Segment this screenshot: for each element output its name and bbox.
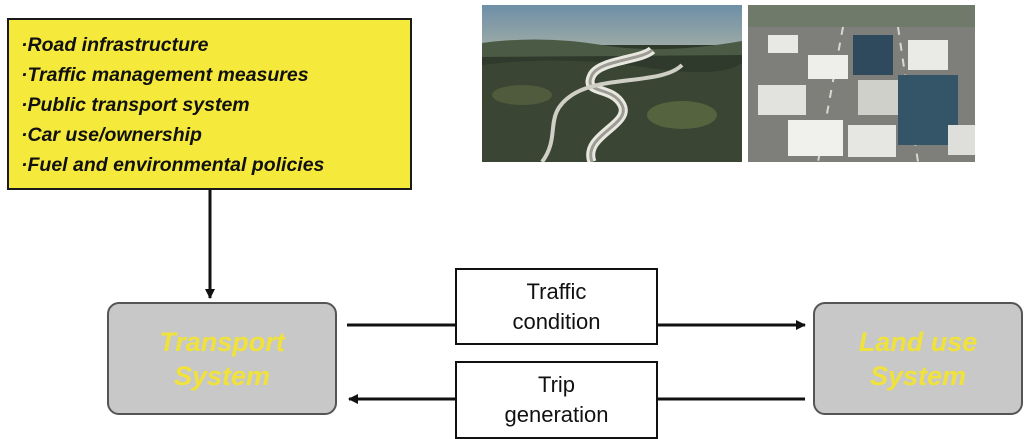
policy-list: ·Road infrastructure ·Traffic management… [21,30,410,180]
trip-generation-line1: Trip [537,372,576,397]
policy-item-fuel-environment: ·Fuel and environmental policies [21,154,325,176]
policy-item-car-use: ·Car use/ownership [21,124,202,146]
trip-generation-label: Trip generation [455,361,658,439]
traffic-condition-line1: Traffic [526,278,587,304]
policy-item-traffic-management: ·Traffic management measures [21,64,309,86]
traffic-condition-label: Traffic condition [455,268,658,345]
transport-system-node: Transport System [107,302,337,415]
trip-generation-line2: generation [504,402,609,427]
congested-traffic-photo [748,5,975,162]
traffic-condition-line2: condition [512,308,601,334]
land-use-system-node: Land use System [813,302,1023,415]
transport-system-label-line2: System [173,360,271,391]
land-use-system-label-line1: Land use [858,326,978,357]
policy-item-public-transport: ·Public transport system [21,94,250,116]
policy-measures-box: ·Road infrastructure ·Traffic management… [7,18,412,190]
winding-highway-photo [482,5,742,162]
land-use-system-label-line2: System [869,360,967,391]
transport-system-label-line1: Transport [159,326,285,357]
policy-item-road-infrastructure: ·Road infrastructure [21,34,209,56]
